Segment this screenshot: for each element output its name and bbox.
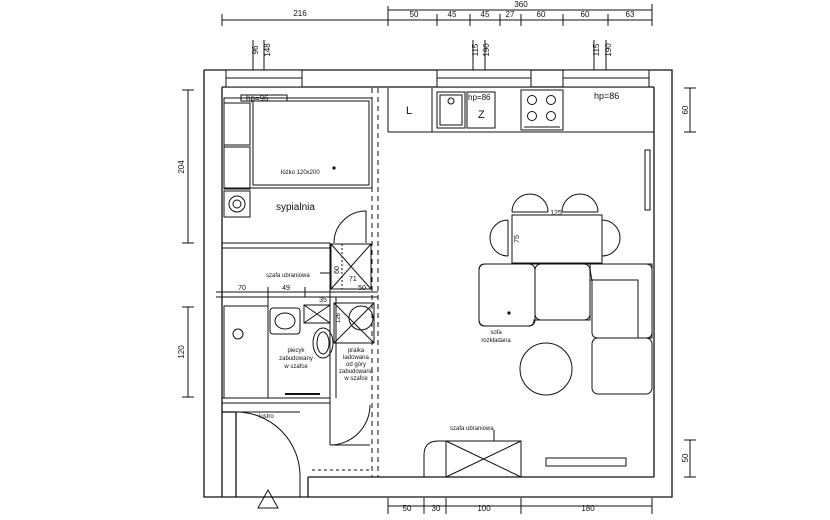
kitchen-counter: [387, 88, 654, 133]
dim-bottom-seg: 100: [477, 504, 491, 513]
washer-label-line: ładowana: [343, 355, 369, 361]
dim-left-upper: 204: [177, 160, 186, 174]
dim-top-seg: 60: [581, 10, 590, 19]
boiler-label-line: w szafce: [283, 364, 308, 370]
dim-bath-seg: 35: [319, 297, 327, 304]
washer-label-line: zabudowana: [339, 369, 374, 375]
dim-top-left: 216: [293, 9, 307, 18]
toilet: [312, 327, 334, 359]
boiler-label-line: piecyk: [287, 348, 305, 354]
windows: [225, 69, 650, 88]
washer-label-line: pralka: [348, 348, 365, 354]
washer-label: pralka ładowana od góry zabudowana w sza…: [339, 348, 374, 382]
washer-label-line: w szafce: [343, 376, 368, 382]
dim-window-label: 96: [251, 45, 260, 54]
dishwasher: [466, 91, 496, 129]
coffee-table: [519, 342, 573, 396]
boiler-label-line: zabudowany: [279, 356, 313, 362]
sofa-label-1: sofa: [490, 330, 502, 336]
bed-label: łóżko 120x200: [281, 170, 320, 176]
dim-bottom-seg: 30: [432, 504, 441, 513]
wardrobe-bedroom: [320, 243, 372, 290]
dim-bottom-seg: 180: [581, 504, 595, 513]
dim-top-seg: 60: [537, 10, 546, 19]
wall-radiator: [644, 149, 651, 211]
kitchen-sink: [436, 91, 466, 129]
sofa-chaise: [591, 337, 653, 395]
nightstand-top: [223, 102, 251, 146]
cooktop: [520, 89, 564, 131]
bedroom-furniture: [223, 94, 373, 244]
sofa-label-2: rozkładana: [481, 338, 511, 344]
bathroom-dimensions: [216, 287, 375, 297]
wardrobe-living-label: szafa ubraniowa: [450, 426, 494, 432]
dim-right-lower: 50: [681, 453, 690, 462]
washer-label-line: od góry: [346, 362, 366, 368]
dim-top-segments: 50 45 45 27 60 60 63: [410, 10, 635, 19]
bed-headboard: [240, 94, 288, 102]
dim-bath-seg: 50: [358, 285, 366, 292]
side-dimension-lines: [182, 87, 696, 478]
hp-kitchen1-label: hp=86: [468, 93, 491, 102]
dim-window-label: 115: [471, 43, 480, 56]
bed: [223, 97, 373, 189]
fridge-label: L: [406, 105, 412, 117]
tv-cabinet: [545, 457, 627, 467]
dim-top-seg: 50: [410, 10, 419, 19]
wardrobe-depth-dim: 60: [334, 266, 341, 274]
bedroom-label: sypialnia: [276, 202, 315, 213]
dim-right-upper: 60: [681, 105, 690, 114]
washing-machine: [348, 305, 374, 331]
dining-set: [489, 193, 621, 264]
bathroom-fixtures: [223, 302, 375, 399]
dim-window-labels: 96 148 115 190 115 190: [251, 43, 613, 57]
dim-left-lower: 120: [177, 345, 186, 359]
shower: [223, 305, 269, 399]
hp-bed-label: hp=96: [246, 94, 269, 103]
dim-bath-seg: 70: [238, 285, 246, 292]
dim-bottom-seg: 50: [403, 504, 412, 513]
sink: [269, 307, 301, 335]
outer-walls: [203, 69, 673, 498]
dim-top-seg: 63: [626, 10, 635, 19]
dim-top-seg: 45: [481, 10, 490, 19]
dim-bottom-segments: 50 30 100 180: [403, 504, 596, 513]
boiler-label: piecyk zabudowany w szafce: [279, 348, 313, 370]
dim-bath-seg: 49: [282, 285, 290, 292]
entrance-arrow: [257, 488, 279, 509]
sofa-marker: [507, 311, 511, 315]
boiler-cabinet: [303, 304, 331, 324]
bottom-dimension-line: [387, 498, 653, 514]
washing-unit: [223, 190, 251, 218]
bath-small-dim: 126: [336, 312, 342, 323]
table-width-dim: 125: [550, 210, 562, 217]
bathroom-row-dims: 70 49 35 50: [238, 285, 366, 304]
nightstand-bottom: [223, 146, 251, 190]
dim-window-label: 190: [604, 43, 613, 57]
hp-kitchen2-label: hp=86: [594, 91, 619, 101]
dim-top-total: 360: [514, 0, 528, 9]
dishwasher-label: Z: [478, 109, 485, 121]
dim-top-seg: 45: [448, 10, 457, 19]
wardrobe-bedroom-label: szafa ubraniowa: [266, 273, 310, 279]
dining-table: [511, 214, 603, 264]
table-depth-dim: 75: [514, 235, 521, 243]
bed-marker: [332, 166, 336, 170]
wardrobe-width-dim: 71: [349, 276, 357, 283]
dim-window-label: 115: [592, 43, 601, 56]
mirror-label: lustro: [259, 414, 274, 420]
dim-top-seg: 27: [506, 10, 515, 19]
entrance: [235, 404, 372, 509]
wardrobe-living: [423, 430, 627, 478]
sofa: [478, 263, 653, 396]
dim-window-label: 148: [263, 43, 272, 57]
dim-window-label: 190: [482, 43, 491, 57]
